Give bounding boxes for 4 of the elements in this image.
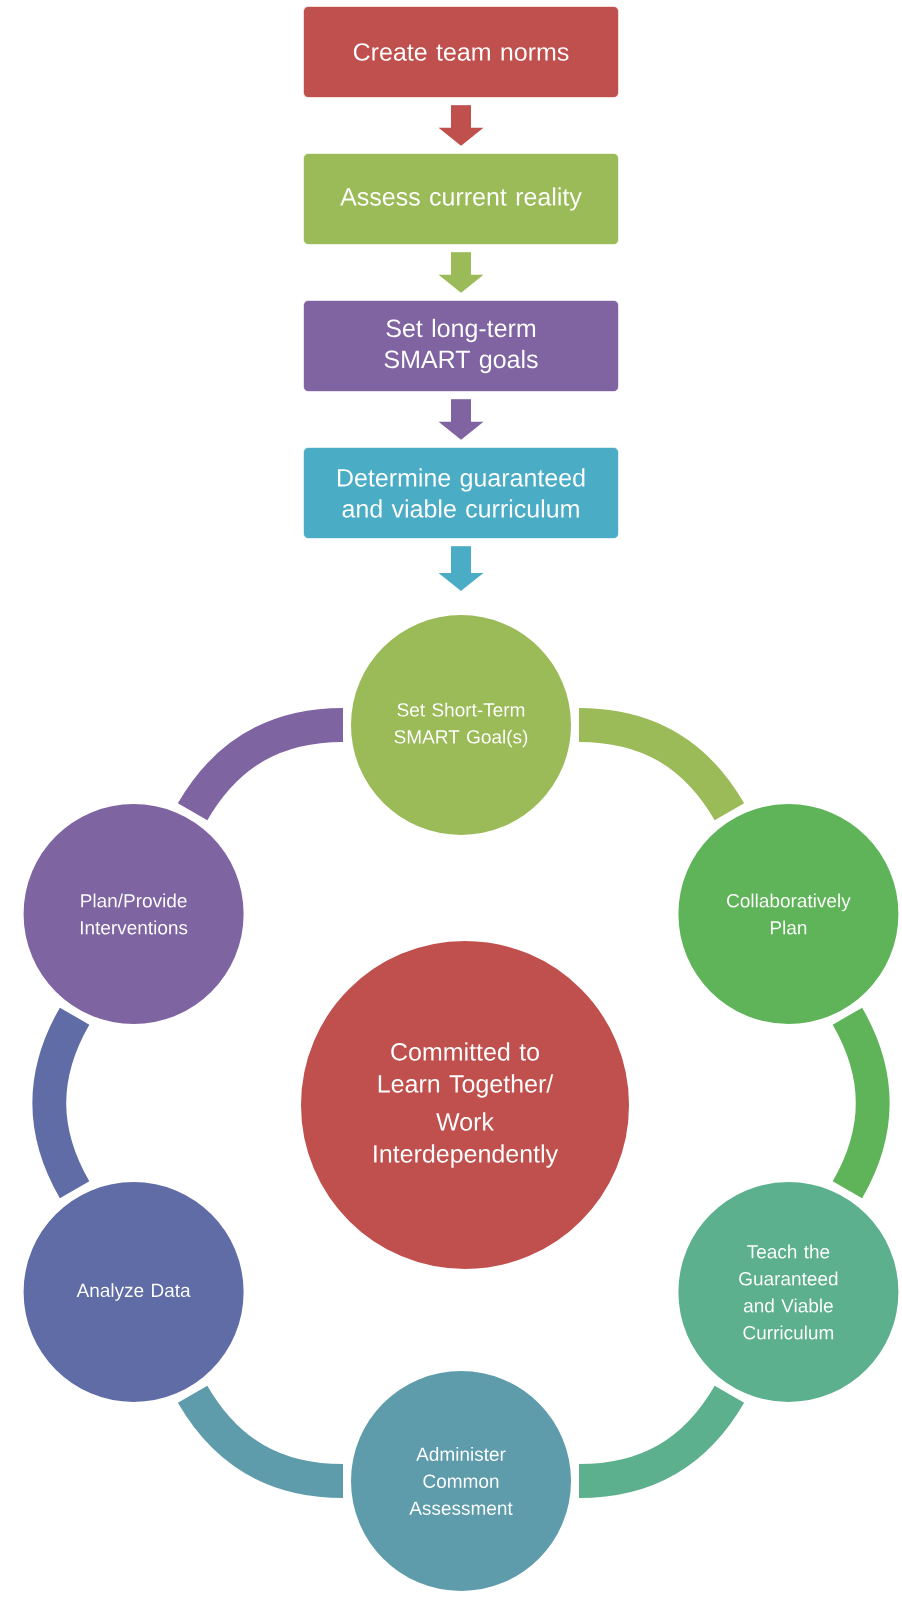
process-box: Assess current reality (303, 153, 619, 245)
process-box: Determine guaranteed and viable curriculum (303, 447, 619, 539)
process-box: Set long-term SMART goals (303, 300, 619, 392)
process-box: Create team norms (303, 6, 619, 98)
